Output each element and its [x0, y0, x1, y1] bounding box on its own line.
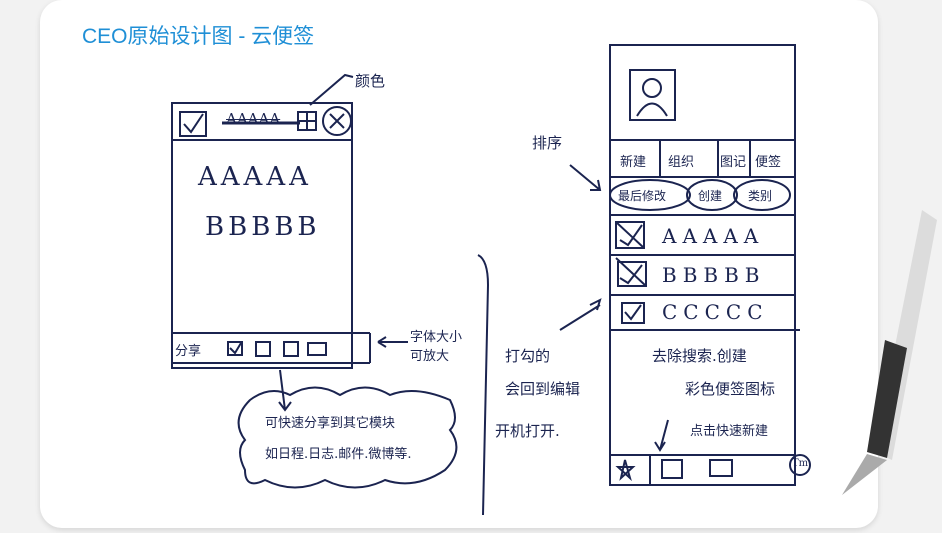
- font-note: 可放大: [410, 349, 450, 364]
- right-note-frame: [609, 44, 796, 486]
- tab[interactable]: 组织: [668, 155, 695, 170]
- star-icon: [615, 459, 636, 482]
- note-line: BBBBB: [205, 212, 321, 242]
- tab[interactable]: 图记: [720, 155, 747, 170]
- note-header-text: AAAAA: [226, 110, 281, 128]
- slide-card: [40, 0, 878, 528]
- checked-note: 打勾的: [505, 347, 551, 365]
- sort-note: 排序: [532, 134, 563, 152]
- color-note: 颜色: [355, 72, 386, 90]
- sort-chip[interactable]: 最后修改: [618, 189, 667, 203]
- icon-note: 去除搜索.创建: [652, 347, 747, 365]
- share-button[interactable]: 分享: [175, 344, 202, 359]
- close-icon: [322, 106, 352, 136]
- bottom-badge[interactable]: Tm: [792, 458, 809, 469]
- page-title: CEO原始设计图 - 云便签: [82, 25, 315, 48]
- tab[interactable]: 新建: [620, 155, 647, 170]
- list-item[interactable]: AAAAA: [662, 224, 765, 248]
- avatar-icon: [629, 69, 676, 121]
- list-item[interactable]: CCCCC: [662, 300, 769, 324]
- left-note-frame: [171, 102, 353, 369]
- cloud-note: 可快速分享到其它模块: [265, 416, 396, 431]
- tab[interactable]: 便签: [755, 155, 782, 170]
- checked-note: 开机打开.: [495, 422, 560, 440]
- note-line: AAAAA: [198, 162, 312, 192]
- checkbox-icon: [179, 111, 207, 137]
- sort-chip[interactable]: 类别: [748, 189, 773, 203]
- sort-chip[interactable]: 创建: [698, 189, 723, 203]
- cloud-note: 如日程.日志.邮件.微博等.: [265, 447, 412, 462]
- icon-note: 点击快速新建: [690, 424, 769, 439]
- checked-note: 会回到编辑: [505, 380, 581, 398]
- list-item[interactable]: BBBBB: [662, 263, 766, 287]
- font-note: 字体大小: [410, 330, 463, 345]
- icon-note: 彩色便签图标: [685, 380, 776, 398]
